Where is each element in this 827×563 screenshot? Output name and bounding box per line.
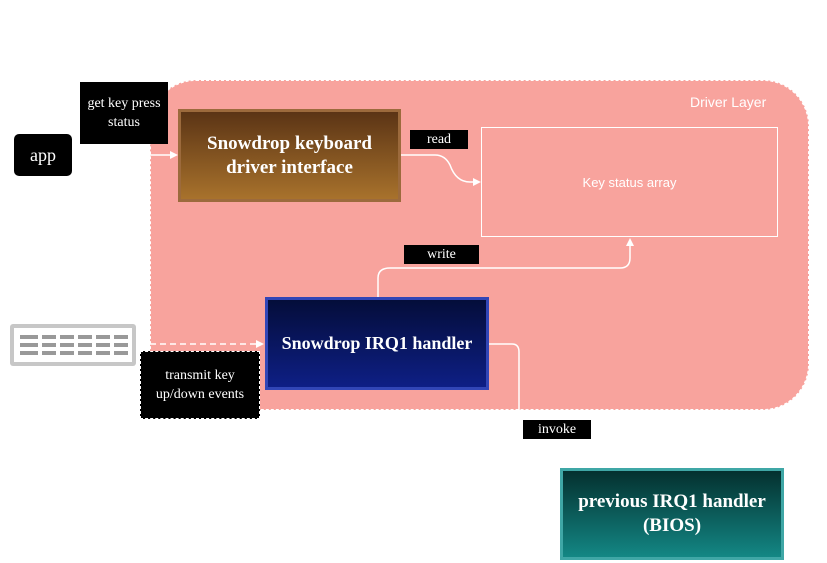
transmit-events-label: transmit key up/down events xyxy=(140,351,260,419)
bios-irq1-handler-box: previous IRQ1 handler (BIOS) xyxy=(560,468,784,560)
keyboard-driver-interface-box: Snowdrop keyboard driver interface xyxy=(178,109,401,202)
keyboard-icon xyxy=(10,324,136,366)
app-node: app xyxy=(14,134,72,176)
driver-layer-label: Driver Layer xyxy=(690,94,767,110)
invoke-label: invoke xyxy=(523,420,591,439)
read-label: read xyxy=(410,130,468,149)
irq1-handler-box: Snowdrop IRQ1 handler xyxy=(265,297,489,390)
invoke-connector xyxy=(489,343,520,410)
write-connector xyxy=(377,238,634,297)
get-key-press-label: get key press status xyxy=(80,82,168,144)
write-label: write xyxy=(404,245,479,264)
read-connector xyxy=(401,154,481,186)
key-status-array-box: Key status array xyxy=(481,127,778,237)
